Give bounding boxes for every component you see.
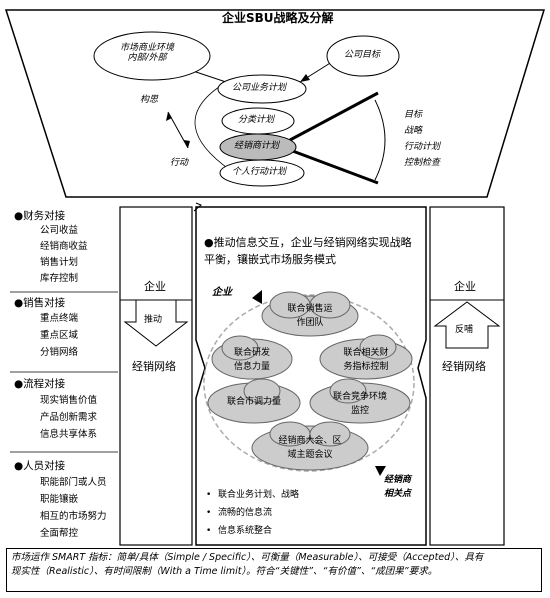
push-label: 推动 [144, 315, 163, 325]
bullet-item: 流畅的信息流 [218, 508, 273, 518]
convergence-line-bottom [289, 148, 379, 185]
right-network-label: 经销网络 [442, 360, 486, 373]
left-network-label: 经销网络 [132, 360, 176, 373]
process-item: 信息共享体系 [40, 429, 98, 440]
enterprise-marker: 企业 [212, 287, 232, 298]
stack-ellipse-1 [217, 74, 307, 104]
cloud-label-finance: 联合相关财 务指标控制 [343, 348, 389, 373]
cloud-competition [309, 378, 411, 424]
stack-label-4: 个人行动计划 [232, 167, 287, 177]
process-item: 产品创新需求 [40, 412, 98, 423]
cloud-rnd [211, 335, 293, 380]
top-section-frame [4, 9, 546, 198]
feedback-arrow [433, 301, 501, 349]
right-column-box [429, 206, 505, 546]
stack-label-1: 公司业务计划 [232, 83, 287, 93]
left-enterprise-label: 企业 [144, 280, 166, 293]
dealer-point-label: 经销商 相关点 [384, 475, 412, 499]
stack-label-2: 分类计划 [238, 115, 275, 125]
concept-label: 构思 [140, 95, 159, 105]
smart-footer: 市场运作 SMART 指标：简单/具体（Simple / Specific）、可… [6, 548, 542, 592]
footer-line-2: 现实性（Realistic）、有时间限制（With a Time limit）。… [11, 566, 438, 578]
people-item: 职能部门或人员 [40, 477, 107, 488]
cloud-label-conference: 经销商大会、区 域主题会议 [278, 436, 342, 461]
cloud-label-research: 联合市调力量 [226, 397, 281, 407]
env-ellipse [93, 31, 211, 81]
cloud-sales-team [261, 291, 359, 337]
people-item: 相互的市场努力 [40, 511, 107, 522]
cloud-label-rnd: 联合研发 信息力量 [233, 348, 270, 373]
cloud-research [207, 378, 301, 424]
bullet-item: 联合业务计划、战略 [218, 490, 300, 500]
people-item: 职能镶嵌 [40, 494, 79, 505]
cycle-ellipse [203, 294, 415, 472]
bullet-dot: • [206, 508, 212, 518]
center-box [195, 206, 427, 546]
people-item: 全面帮控 [40, 528, 79, 539]
cycle-arrow-head [252, 290, 262, 304]
sales-item: 重点区域 [40, 330, 79, 341]
cloud-finance [319, 334, 413, 380]
bullet-item: 信息系统整合 [218, 526, 273, 536]
process-item: 现实销售价值 [40, 395, 98, 406]
finance-item: 经销商收益 [40, 241, 88, 252]
sales-head: ●销售对接 [14, 297, 66, 309]
push-arrow [123, 299, 189, 347]
bullet-dot: • [206, 490, 212, 500]
footer-line-1: 市场运作 SMART 指标：简单/具体（Simple / Specific）、可… [11, 552, 484, 563]
finance-head: ●财务对接 [14, 210, 66, 222]
bullet-dot: • [206, 526, 212, 536]
feedback-label: 反哺 [455, 325, 474, 335]
right-label-1: 目标 [404, 110, 423, 120]
sales-item: 重点终端 [40, 313, 79, 324]
goal-ellipse [326, 35, 400, 77]
people-head: ●人员对接 [14, 460, 66, 472]
finance-item: 库存控制 [40, 273, 79, 284]
stack-label-3: 经销商计划 [234, 141, 280, 151]
right-bracket-curve [374, 99, 386, 181]
right-label-4: 控制检查 [404, 158, 441, 168]
cloud-label-sales-team: 联合销售运 作团队 [287, 304, 333, 329]
right-enterprise-label: 企业 [454, 280, 476, 293]
goal-label: 公司目标 [344, 50, 381, 60]
finance-item: 公司收益 [40, 225, 79, 236]
process-head: ●流程对接 [14, 378, 66, 390]
page-title: 企业SBU战略及分解 [222, 11, 334, 25]
convergence-line-top [289, 91, 379, 142]
stack-ellipse-4 [219, 159, 305, 187]
right-label-3: 行动计划 [404, 142, 441, 152]
finance-item: 销售计划 [40, 257, 79, 268]
right-label-2: 战略 [404, 126, 423, 136]
center-headline: ●推动信息交互，企业与经销网络实现战略平衡，镶嵌式市场服务模式 [204, 236, 412, 266]
env-label: 市场商业环境 内部/外部 [120, 43, 175, 64]
action-label: 行动 [170, 158, 189, 168]
left-column-box [119, 206, 193, 546]
cloud-conference [251, 421, 369, 471]
cloud-label-competition: 联合竞争环境 监控 [332, 392, 387, 417]
sales-item: 分销网络 [40, 347, 79, 358]
strategy-arc [194, 79, 231, 171]
